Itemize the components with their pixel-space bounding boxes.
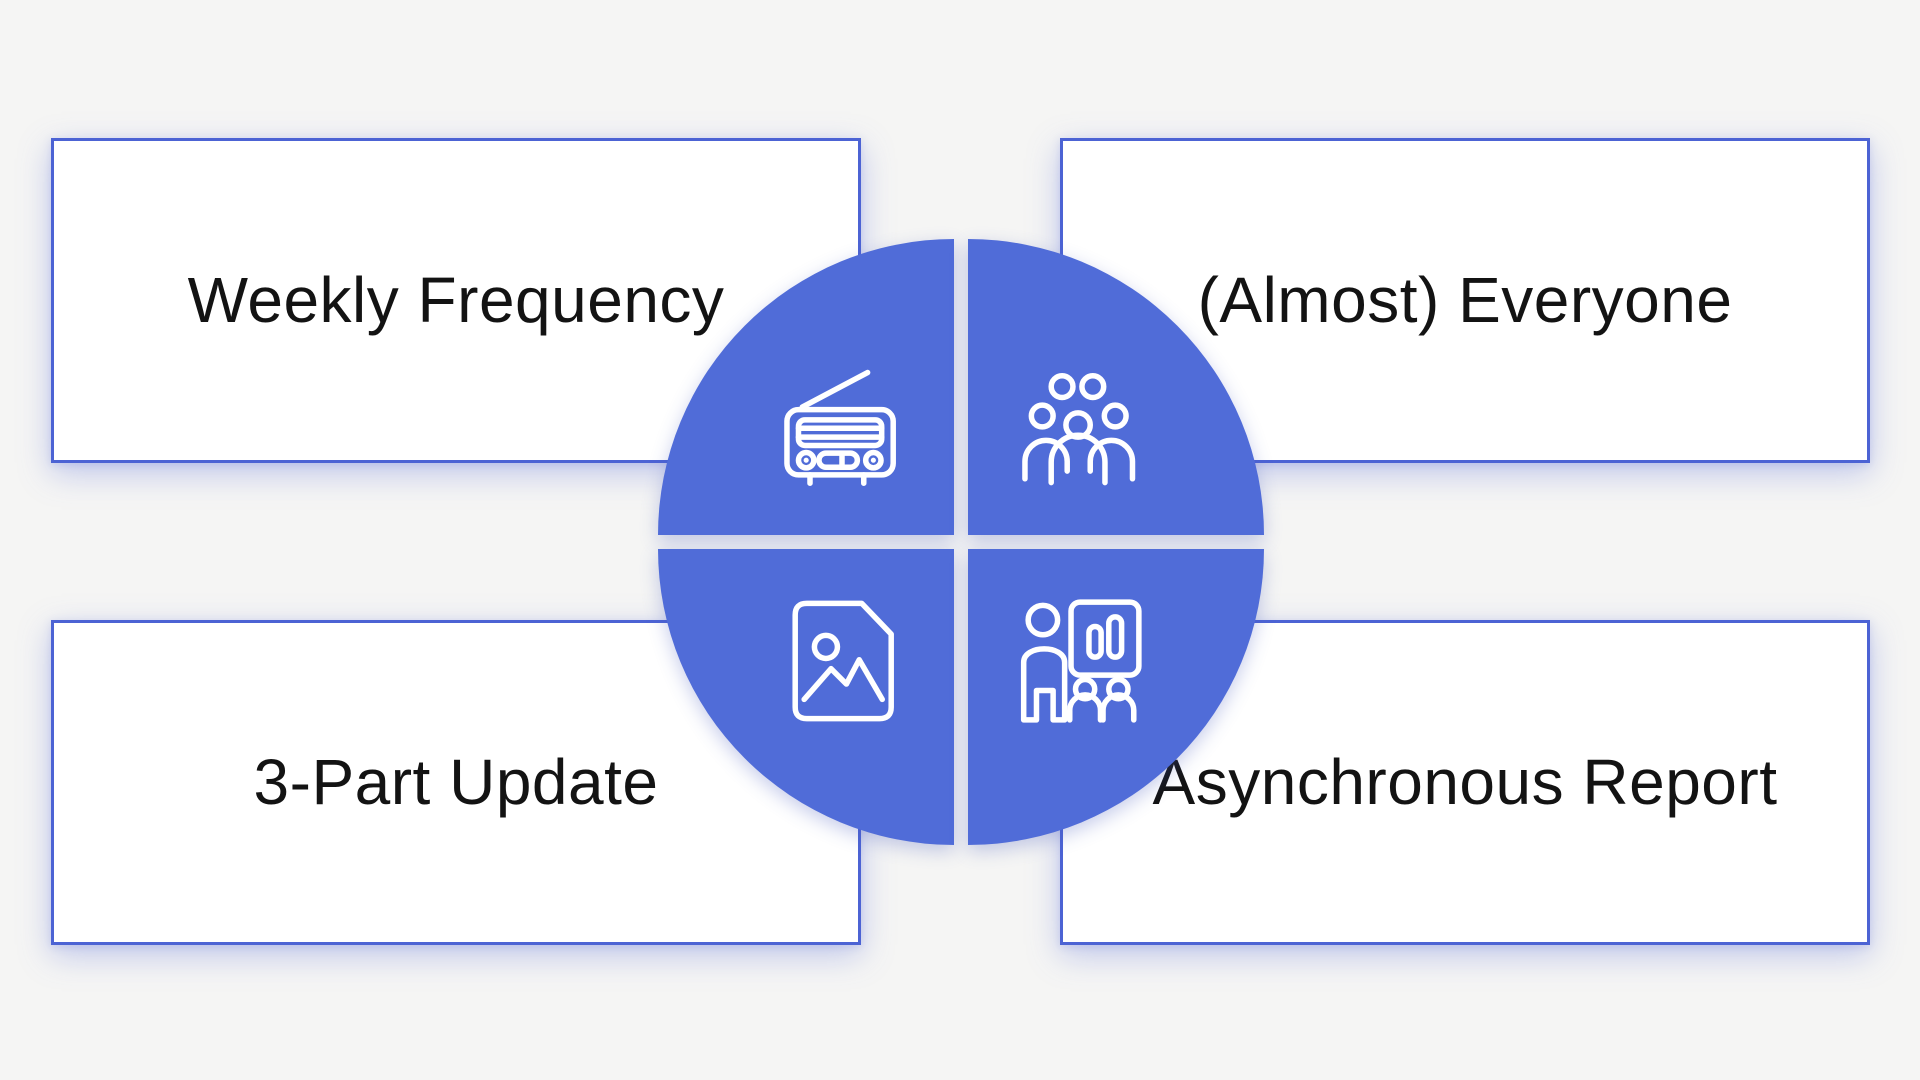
center-circle	[658, 239, 1264, 845]
card-label: (Almost) Everyone	[1197, 264, 1733, 337]
card-label: Weekly Frequency	[187, 264, 725, 337]
card-weekly-frequency: Weekly Frequency	[51, 138, 861, 463]
card-label: Asynchronous Report	[1152, 746, 1778, 819]
group-icon	[1016, 361, 1144, 489]
quadrant-bottom-right	[968, 549, 1264, 845]
quadrant-bottom-left	[658, 549, 954, 845]
card-asynchronous-report: Asynchronous Report	[1060, 620, 1870, 945]
presentation-icon	[1016, 597, 1144, 725]
card-almost-everyone: (Almost) Everyone	[1060, 138, 1870, 463]
quadrant-top-left	[658, 239, 954, 535]
radio-icon	[778, 361, 906, 489]
quadrant-top-right	[968, 239, 1264, 535]
card-label: 3-Part Update	[253, 746, 659, 819]
image-file-icon	[776, 597, 904, 725]
